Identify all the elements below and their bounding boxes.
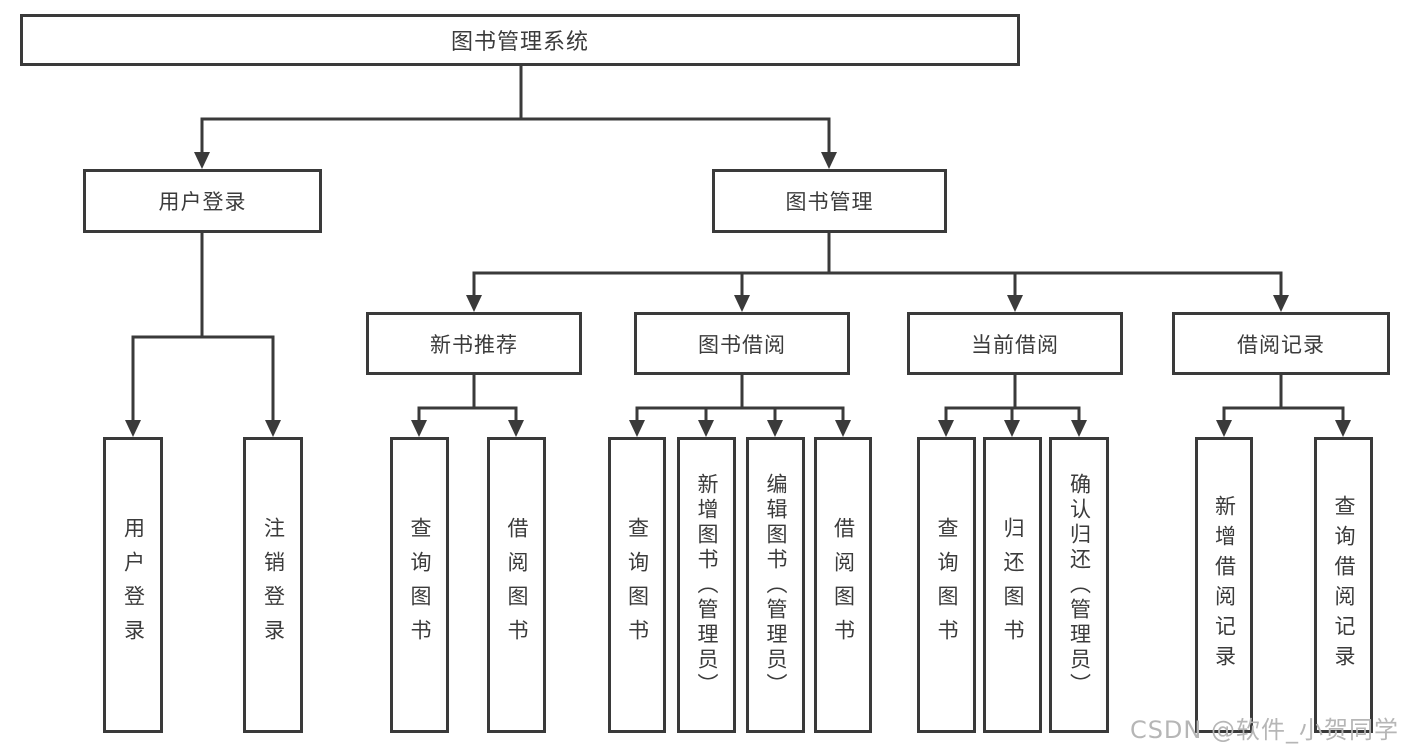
leaf-logout: 注销登录: [243, 437, 303, 733]
leaf-add-books-admin: 新增图书（管理员）: [677, 437, 736, 733]
node-new-book-recommend: 新书推荐: [366, 312, 582, 375]
leaf-add-borrow-record: 新增借阅记录: [1195, 437, 1253, 733]
leaf-query-borrow-record: 查询借阅记录: [1314, 437, 1373, 733]
node-book-borrow: 图书借阅: [634, 312, 850, 375]
node-current-borrow: 当前借阅: [907, 312, 1123, 375]
leaf-confirm-return-admin: 确认归还（管理员）: [1049, 437, 1109, 733]
node-user-login: 用户登录: [83, 169, 322, 233]
node-system-root: 图书管理系统: [20, 14, 1020, 66]
leaf-borrow-books: 借阅图书: [814, 437, 872, 733]
csdn-watermark: CSDN @软件_小贺同学: [1129, 716, 1399, 744]
leaf-user-login: 用户登录: [103, 437, 163, 733]
leaf-query-books-current: 查询图书: [917, 437, 976, 733]
leaf-return-books: 归还图书: [983, 437, 1042, 733]
leaf-edit-books-admin: 编辑图书（管理员）: [746, 437, 805, 733]
leaf-query-books-borrow: 查询图书: [608, 437, 666, 733]
leaf-borrow-books-recommend: 借阅图书: [487, 437, 546, 733]
leaf-query-books-recommend: 查询图书: [390, 437, 449, 733]
node-borrow-records: 借阅记录: [1172, 312, 1390, 375]
node-book-management: 图书管理: [712, 169, 947, 233]
